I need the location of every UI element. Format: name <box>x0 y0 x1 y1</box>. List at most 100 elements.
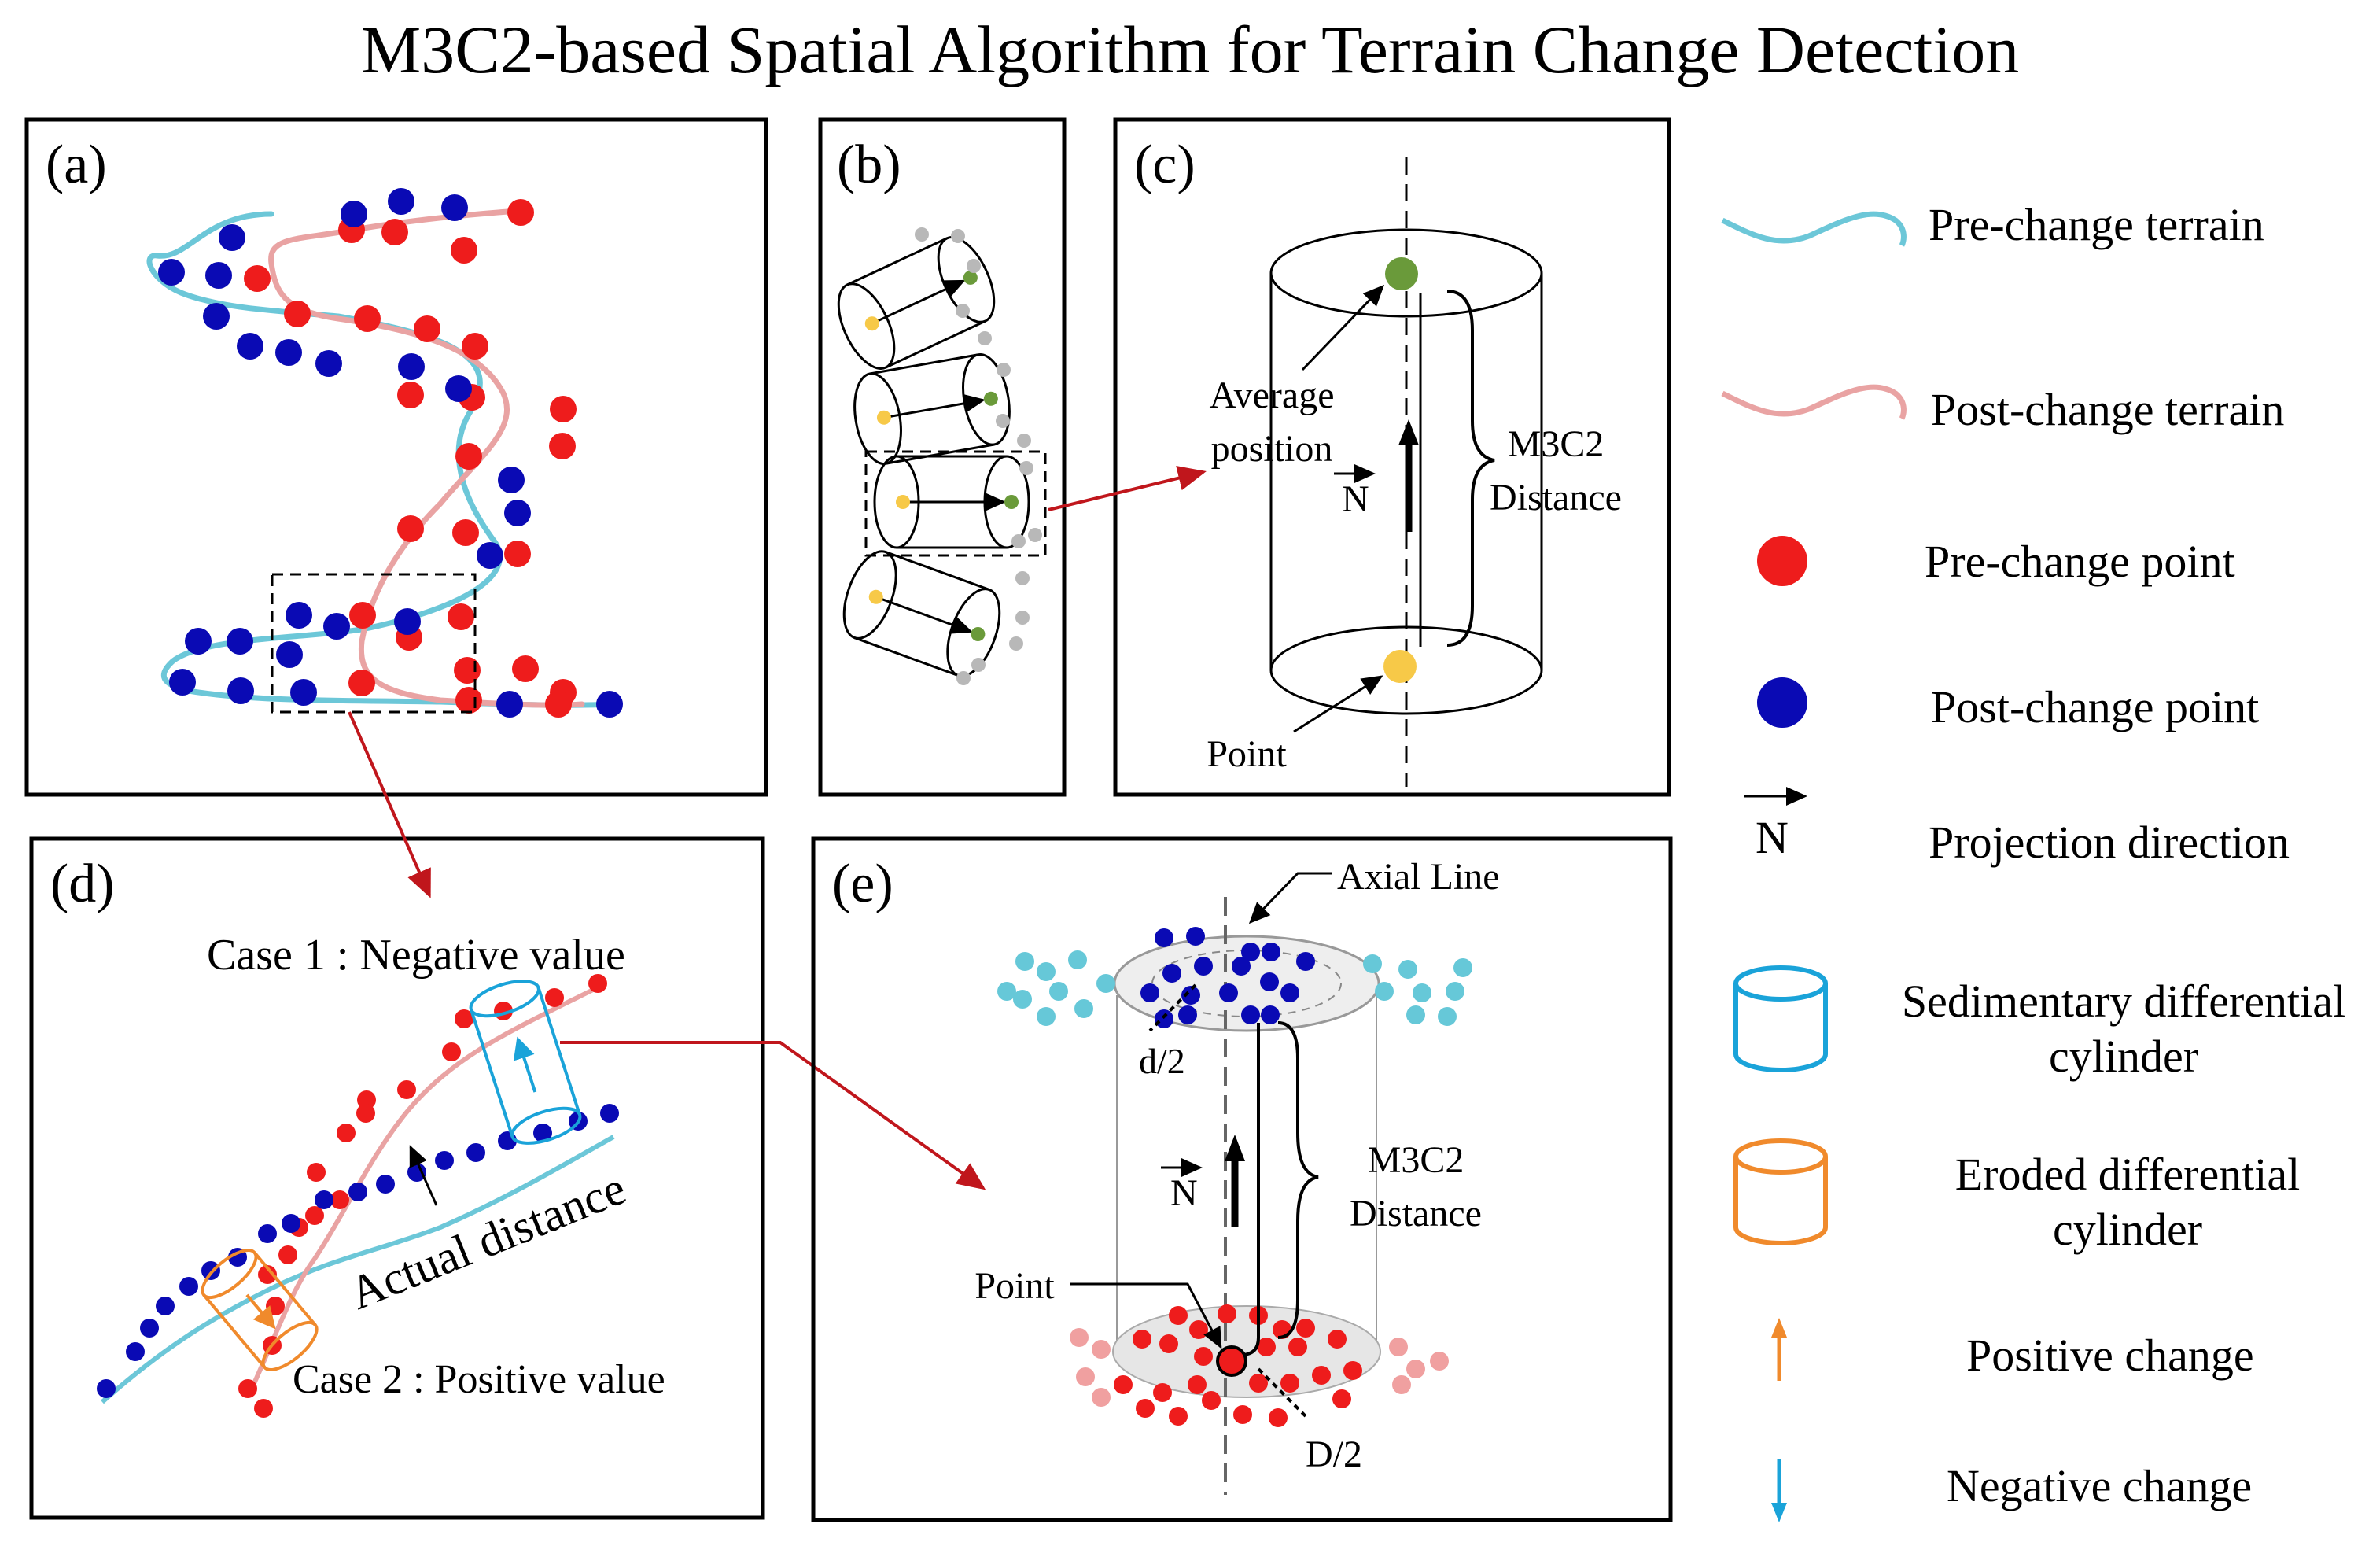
neighbor-point <box>1015 571 1030 585</box>
post-change-point <box>237 333 263 360</box>
post-change-point <box>1194 957 1213 976</box>
pre-change-point <box>356 1104 375 1123</box>
light-post-point <box>1453 958 1472 977</box>
legend-projection-label: Projection direction <box>1929 817 2290 868</box>
post-change-point <box>441 194 468 221</box>
panel-c-average-pointer <box>1301 284 1385 371</box>
pre-change-point <box>397 382 424 408</box>
light-post-point <box>1037 1007 1056 1026</box>
light-pre-point <box>1070 1328 1089 1347</box>
panel-a-blue-points <box>158 188 623 718</box>
pre-change-point <box>454 657 481 684</box>
light-post-point <box>1438 1007 1457 1026</box>
pre-change-point <box>442 1042 461 1061</box>
panel-d-pre-terrain <box>101 1135 615 1404</box>
post-change-point <box>1186 927 1205 946</box>
svg-text:N: N <box>1756 812 1789 863</box>
post-change-point <box>498 467 525 493</box>
pre-change-point <box>330 1190 349 1209</box>
panel-c: (c) N M3C2 Distance Average position Poi… <box>1113 117 1671 797</box>
post-change-point <box>600 1104 619 1123</box>
pre-change-point <box>512 655 539 682</box>
post-change-point <box>286 602 312 629</box>
pre-change-point <box>1153 1383 1172 1402</box>
pre-change-point <box>1312 1366 1331 1385</box>
panel-e-label: (e) <box>832 854 893 914</box>
post-change-point <box>205 262 232 289</box>
pre-change-point <box>354 305 381 332</box>
pre-change-point <box>397 1080 416 1099</box>
light-post-point <box>1375 982 1394 1001</box>
pre-change-point <box>550 396 577 422</box>
post-change-point <box>276 641 303 668</box>
light-post-point <box>1074 999 1093 1018</box>
panel-b-cylinders <box>837 227 1042 685</box>
post-change-point <box>156 1297 175 1315</box>
post-change-point <box>398 353 425 380</box>
pre-change-point <box>1233 1405 1252 1424</box>
pre-change-point <box>588 974 607 993</box>
legend-sedimentary-label-1: Sedimentary differential <box>1902 976 2345 1027</box>
post-change-point <box>445 375 472 402</box>
legend-positive-label: Positive change <box>1966 1330 2254 1381</box>
post-change-point <box>1178 1005 1197 1024</box>
neighbor-point <box>978 331 992 345</box>
pre-change-point <box>545 988 564 1007</box>
post-change-point <box>1219 983 1238 1002</box>
post-change-point <box>258 1224 277 1243</box>
post-change-point <box>466 1143 485 1162</box>
pre-change-point <box>357 1090 376 1109</box>
neighbor-point <box>1011 534 1026 548</box>
pre-change-point <box>348 670 375 696</box>
pre-change-point <box>455 1009 473 1028</box>
pre-change-point <box>1136 1399 1155 1418</box>
post-change-point <box>158 259 185 286</box>
pre-change-point <box>549 433 576 459</box>
light-post-point <box>1413 983 1431 1002</box>
legend-blue-down-arrow-icon <box>1771 1459 1787 1522</box>
figure-title: M3C2-based Spatial Algorithm for Terrain… <box>361 12 2019 87</box>
panel-e-normal-label: N <box>1170 1172 1198 1214</box>
legend-pre-terrain-icon <box>1721 211 1907 247</box>
panel-c-cylinder-bottom-back <box>1269 625 1543 671</box>
panel-b-zoom-box <box>864 450 1047 557</box>
panel-a-frame <box>24 117 768 797</box>
pre-change-point <box>337 1124 356 1142</box>
neighbor-point <box>971 658 986 672</box>
neighbor-point <box>1009 636 1023 651</box>
panel-a-label: (a) <box>46 135 107 195</box>
panel-b-cylinder <box>853 353 1011 465</box>
post-change-point <box>140 1319 159 1338</box>
legend-pre-terrain-label: Pre-change terrain <box>1929 199 2264 250</box>
panel-e-point-label: Point <box>974 1265 1055 1307</box>
light-pre-point <box>1092 1388 1111 1407</box>
post-change-point <box>341 201 367 227</box>
panel-a-red-points <box>244 199 577 718</box>
neighbor-point <box>956 671 971 685</box>
legend-orange-cylinder-icon <box>1733 1138 1828 1245</box>
post-change-point <box>1261 1005 1280 1024</box>
light-post-point <box>1015 952 1034 971</box>
neighbor-point <box>1019 461 1033 475</box>
panel-e-big-radius <box>1257 1367 1307 1418</box>
post-change-point <box>169 669 196 696</box>
post-change-point <box>533 1124 552 1142</box>
panel-c-distance-label-2: Distance <box>1490 477 1622 518</box>
post-change-point <box>435 1151 454 1170</box>
light-pre-point <box>1406 1360 1425 1378</box>
pre-change-point <box>1189 1320 1208 1339</box>
panel-c-average-label-2: position <box>1211 428 1333 470</box>
pre-change-point <box>307 1163 326 1182</box>
panel-e-core-point <box>1216 1345 1247 1377</box>
post-change-point <box>477 542 503 569</box>
pre-change-point <box>1288 1338 1307 1356</box>
light-post-point <box>1363 954 1382 973</box>
post-change-point <box>496 691 523 718</box>
post-change-point <box>275 339 302 366</box>
post-change-point <box>504 500 531 526</box>
post-change-point <box>282 1214 300 1233</box>
panel-b-frame <box>818 117 1067 797</box>
panel-d-case2: Case 2 : Positive value <box>293 1357 665 1402</box>
neighbor-point <box>956 304 970 318</box>
pre-change-point <box>414 315 440 342</box>
